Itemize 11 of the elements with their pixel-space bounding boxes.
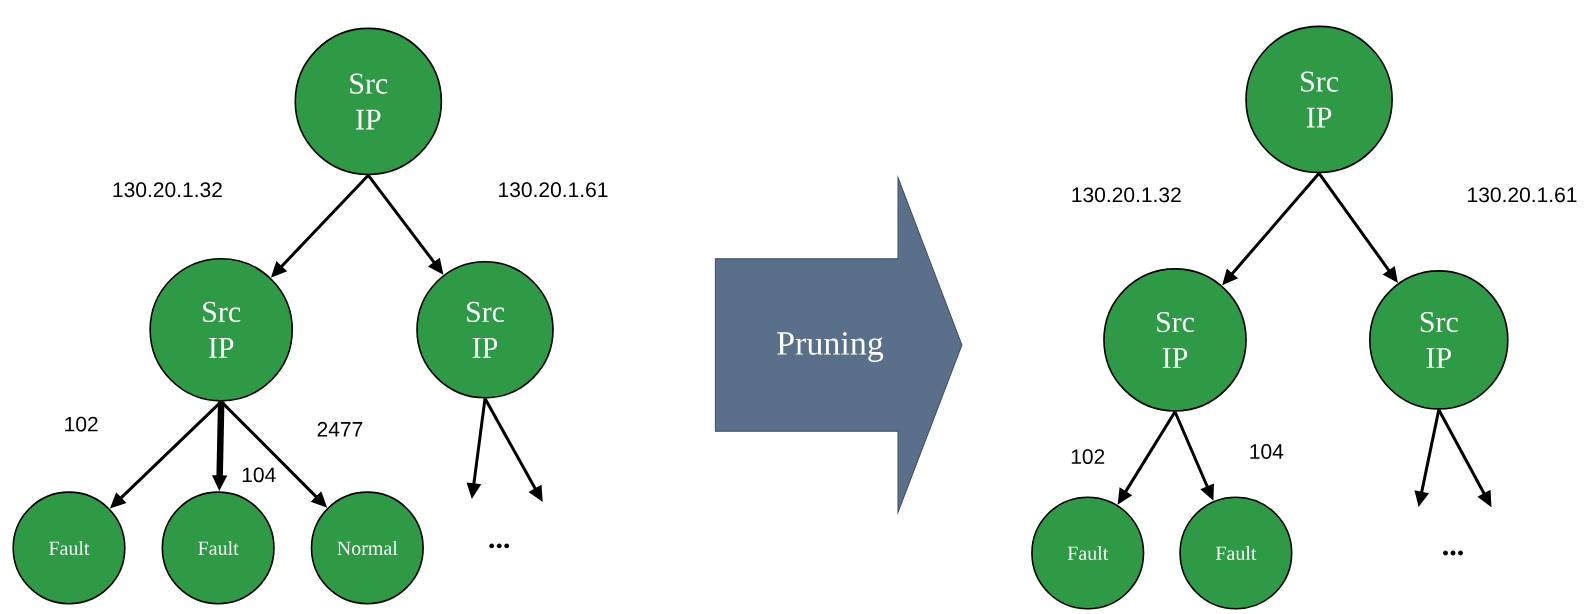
ellipsis-label: ... xyxy=(1443,550,1463,556)
edge-label: 104 xyxy=(1250,444,1284,459)
ellipsis-label: ... xyxy=(489,543,510,549)
edge-label: 130.20.1.61 xyxy=(1468,187,1577,203)
edge-label: 130.20.1.32 xyxy=(113,182,222,198)
edge-label: 130.20.1.61 xyxy=(499,182,608,198)
edge-label: 130.20.1.32 xyxy=(1072,187,1181,203)
edge-label: 2477 xyxy=(317,421,363,437)
edge-label: 104 xyxy=(242,467,276,483)
edge-label: 102 xyxy=(1071,449,1105,465)
edge-label: 102 xyxy=(65,416,98,432)
